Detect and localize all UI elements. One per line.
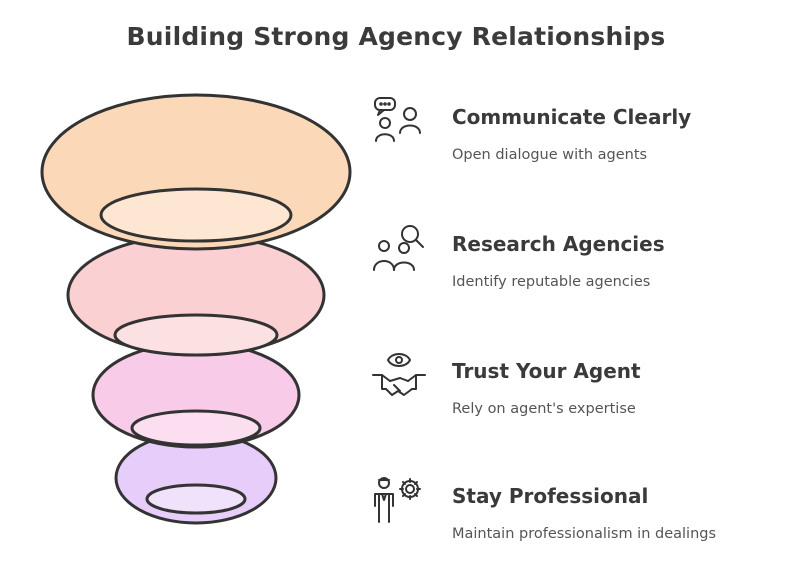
people-chat-icon [374, 97, 421, 142]
person-gear-icon [374, 477, 421, 523]
funnel-layer-trust-your-agent [91, 341, 301, 449]
step-communicate-clearly: Communicate Clearly Open dialogue with a… [370, 97, 780, 187]
step-trust-your-agent: Trust Your Agent Rely on agent's experti… [370, 351, 780, 441]
funnel-layer-2-inner-ring [113, 313, 279, 357]
step-heading: Stay Professional [452, 484, 649, 508]
funnel-layer-1-inner-ring [99, 187, 293, 243]
step-description: Identify reputable agencies [452, 274, 651, 290]
step-stay-professional: Stay Professional Maintain professionali… [370, 476, 780, 566]
step-heading: Trust Your Agent [452, 359, 641, 383]
eye-handshake-icon [372, 353, 426, 396]
funnel-layer-3-inner-ring [130, 409, 262, 447]
step-description: Open dialogue with agents [452, 147, 648, 163]
funnel-layer-research-agencies [66, 233, 326, 357]
step-heading: Communicate Clearly [452, 105, 692, 129]
step-heading: Research Agencies [452, 232, 665, 256]
funnel-layer-4-inner-ring [145, 483, 247, 515]
funnel-layer-communicate-clearly [40, 93, 352, 251]
step-research-agencies: Research Agencies Identify reputable age… [370, 224, 780, 314]
people-magnifier-icon [373, 225, 424, 271]
step-description: Rely on agent's expertise [452, 401, 636, 417]
diagram-title: Building Strong Agency Relationships [126, 22, 666, 51]
step-description: Maintain professionalism in dealings [452, 526, 717, 542]
